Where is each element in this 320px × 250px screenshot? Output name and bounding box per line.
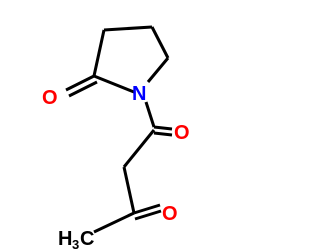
nitrogen-label: N: [132, 83, 146, 105]
bond-c2-o-a: [65, 74, 95, 92]
bond-c2-o-b: [68, 80, 98, 98]
bond-c8-ch3: [93, 211, 135, 234]
bond-c8-o-b: [134, 209, 162, 221]
bond-n-c6: [144, 101, 156, 128]
methyl-subscript-label: 3: [72, 237, 79, 250]
bond-c6-c7: [122, 129, 156, 168]
bond-c6-o-a: [153, 125, 173, 131]
oxygen-amide-label: O: [174, 122, 190, 144]
oxygen-ketone-label: O: [162, 203, 178, 225]
oxygen-lactam-label: O: [42, 87, 58, 109]
bond-c2-c3: [92, 29, 106, 77]
bond-c8-o-a: [133, 203, 161, 215]
bond-c6-o-b: [153, 131, 173, 137]
molecule-drawing: N O O O H 3 C: [42, 25, 190, 250]
bond-c3-c4: [103, 25, 153, 32]
methyl-h-label: H: [58, 228, 72, 250]
structure-diagram: N O O O H 3 C: [42, 25, 190, 250]
bond-n-c2: [93, 74, 135, 94]
bond-c4-c5: [150, 26, 170, 59]
bond-c5-n: [146, 57, 170, 83]
bond-c7-c8: [122, 166, 136, 214]
methyl-c-label: C: [80, 228, 94, 250]
